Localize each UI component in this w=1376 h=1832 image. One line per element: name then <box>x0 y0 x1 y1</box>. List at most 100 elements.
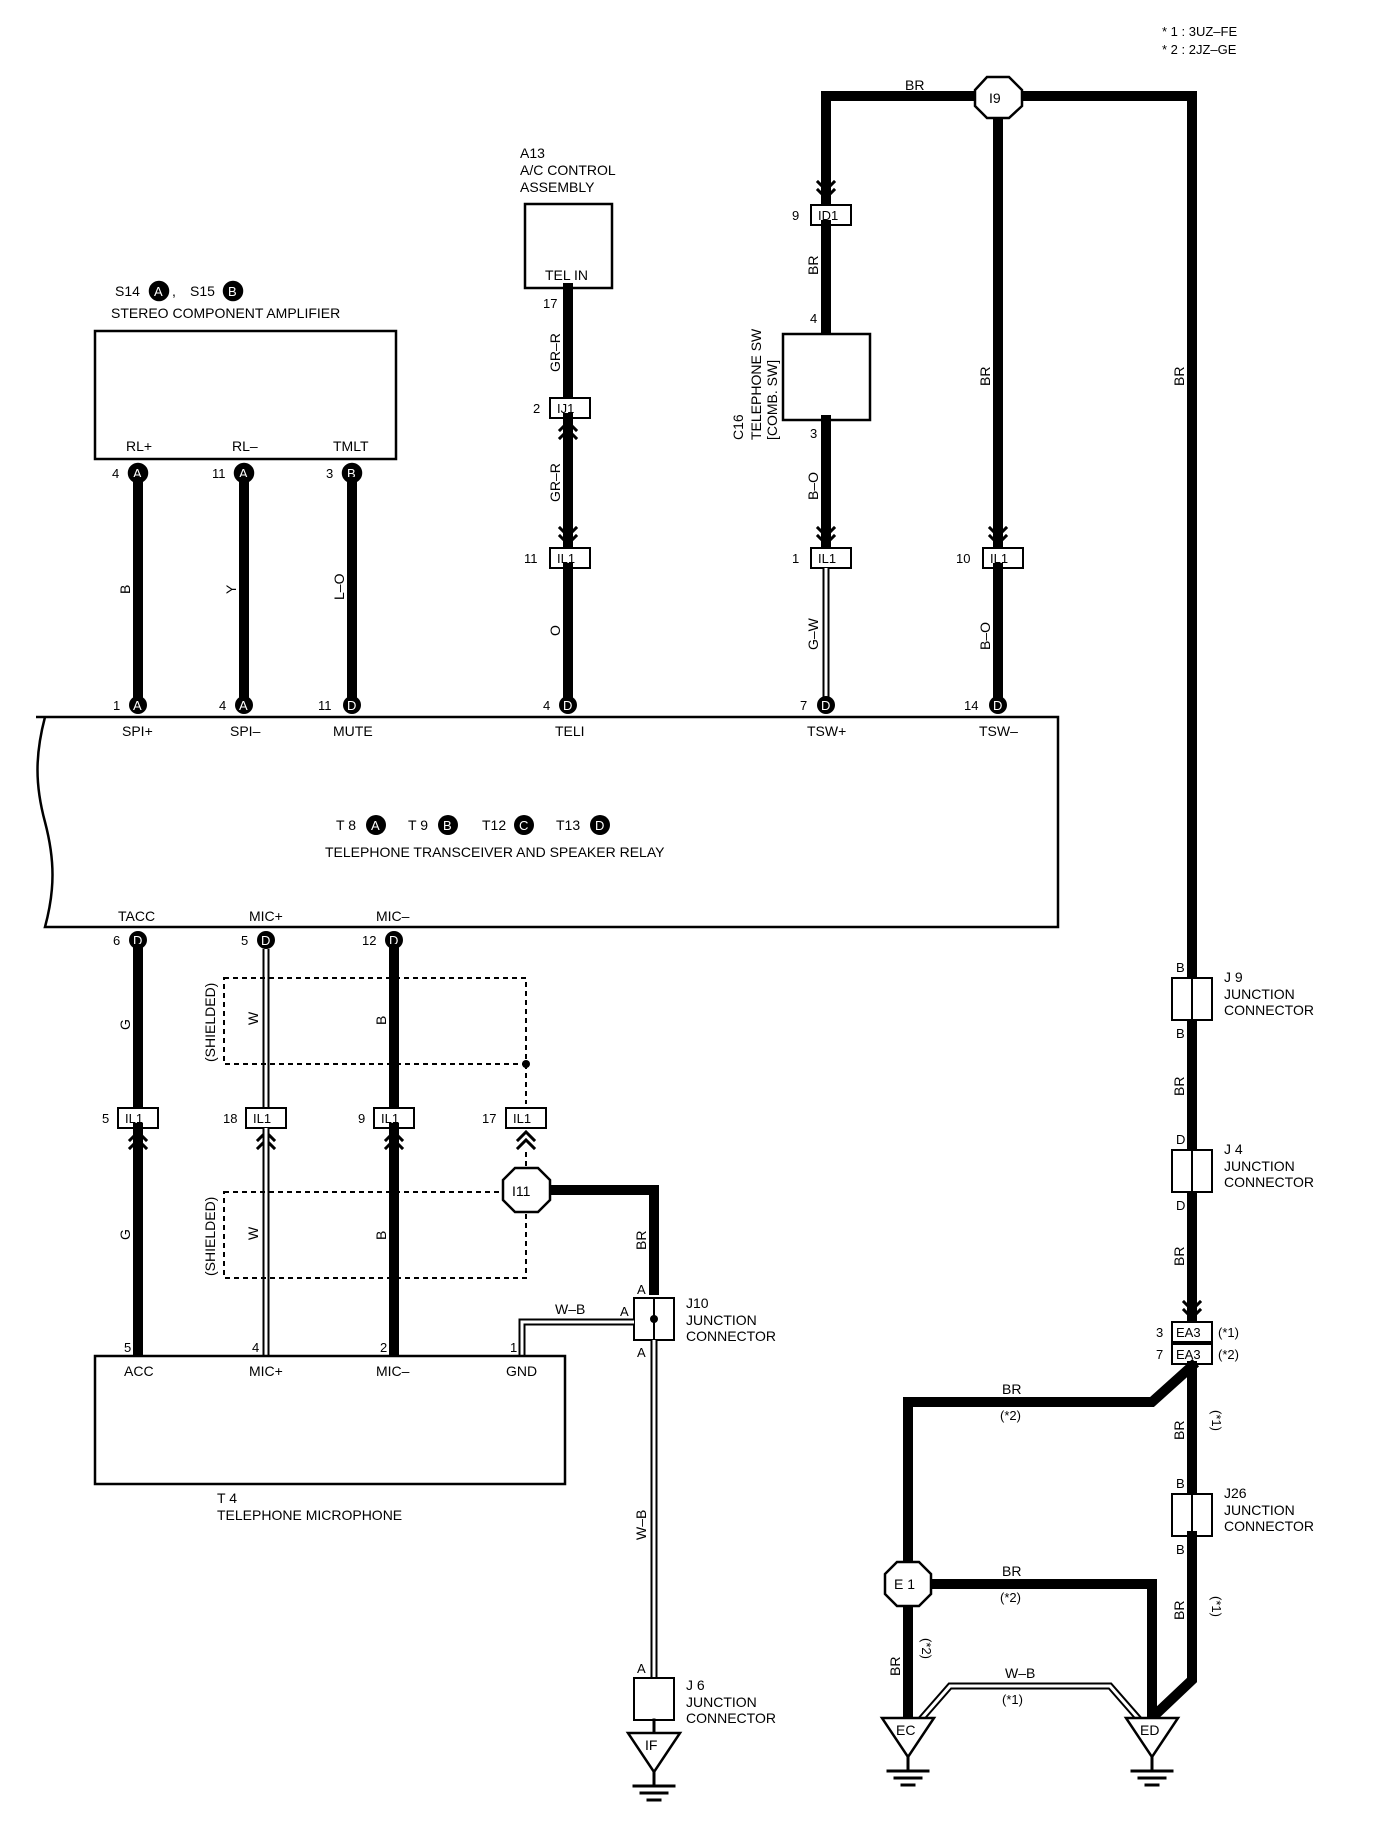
arrow-il1-teli-b <box>557 533 579 547</box>
wire-color-br-j4: BR <box>1171 1247 1187 1266</box>
wire-color-bo: B–O <box>805 472 821 500</box>
j6-pin-a: A <box>637 1661 646 1676</box>
mic-pin-micp: MIC+ <box>249 1363 283 1379</box>
amp-circle-b <box>222 280 244 302</box>
stereo-amp-box <box>93 329 398 461</box>
wire-color-br-top: BR <box>905 77 924 93</box>
shield-top-label: (SHIELDED) <box>202 983 218 1062</box>
wire-color-wb-j6: W–B <box>633 1510 649 1540</box>
arrows-ea3 <box>1181 1299 1203 1321</box>
j10-pin-a-left: A <box>620 1304 629 1319</box>
trans-name: TELEPHONE TRANSCEIVER AND SPEAKER RELAY <box>325 844 665 860</box>
ac-name1: A/C CONTROL <box>520 162 616 178</box>
j4-name2: CONNECTOR <box>1224 1174 1314 1190</box>
wire-wb-ec-ed-inner <box>913 1684 1147 1727</box>
connector-il1-teli-label: IL1 <box>557 551 575 566</box>
wire-color-g-1: G <box>117 1019 133 1030</box>
ground-if <box>625 1731 683 1775</box>
ac-pin-name: TEL IN <box>545 267 588 283</box>
ea3-note-1: (*1) <box>1218 1325 1239 1340</box>
wire-color-grr-1: GR–R <box>547 333 563 372</box>
trans-pinnum-3: 11 <box>318 698 332 713</box>
pin-ea3-1: 3 <box>1156 1325 1163 1340</box>
ac-name2: ASSEMBLY <box>520 179 595 195</box>
mic-pinnum-1: 5 <box>124 1340 131 1355</box>
mic-name: TELEPHONE MICROPHONE <box>217 1507 402 1523</box>
trans-pin-tswp: TSW+ <box>807 723 846 739</box>
wire-color-y-spi: Y <box>223 584 239 594</box>
connector-id1-label: ID1 <box>818 208 838 223</box>
wire-color-bo-tswm: B–O <box>977 622 993 650</box>
transceiver-box <box>36 715 1060 929</box>
wire-color-br-n1b: BR <box>1171 1601 1187 1620</box>
arrow-il1-teli-a <box>557 525 579 539</box>
trans-pin-letter-2: A <box>239 698 248 713</box>
trans-bot-tacc: TACC <box>118 908 155 924</box>
trans-pin-tswm: TSW– <box>979 723 1018 739</box>
transceiver-top-pins: 1 A 4 A 11 D 4 D 7 D 14 D <box>113 696 1007 714</box>
j10-name2: CONNECTOR <box>686 1328 776 1344</box>
connector-il1-b4 <box>505 1107 547 1129</box>
wire-color-br-mid: BR <box>977 367 993 386</box>
connector-ij1-label: IJ1 <box>557 401 574 416</box>
wire-color-b-2: B <box>373 1231 389 1240</box>
pin-il1-teli: 11 <box>524 551 538 566</box>
amp-pin-letter-2: A <box>239 466 248 481</box>
wire-color-br-right: BR <box>1171 367 1187 386</box>
wire-br-top-left <box>821 91 1008 213</box>
amp-pin-letter-3: B <box>347 466 356 481</box>
trans-id-2: T 9 <box>408 817 428 833</box>
trans-bot-letter-3: D <box>389 933 398 948</box>
splice-e1-label: E 1 <box>894 1576 915 1592</box>
wire-color-b-spi: B <box>117 585 133 594</box>
wire-color-br-e1: BR <box>1002 1563 1021 1579</box>
connector-il1-b3-label: IL1 <box>381 1111 399 1126</box>
amp-name: STEREO COMPONENT AMPLIFIER <box>111 305 340 321</box>
trans-pinnum-1: 1 <box>113 698 120 713</box>
pin-ij1: 2 <box>533 401 540 416</box>
trans-bot-micp: MIC+ <box>249 908 283 924</box>
wire-note-n1a: (*1) <box>1209 1410 1224 1431</box>
trans-bot-letter-1: D <box>133 933 142 948</box>
wire-color-w-2: W <box>245 1226 261 1240</box>
trans-pin-letter-5: D <box>821 698 830 713</box>
j26-pin-bot: B <box>1176 1542 1185 1557</box>
wire-color-br-n1a: BR <box>1171 1421 1187 1440</box>
splice-i9 <box>973 75 1024 120</box>
trans-bot-letter-2: D <box>261 933 270 948</box>
wire-br-n1-b <box>1147 1531 1197 1723</box>
wire-note-n2c: (*2) <box>919 1638 934 1659</box>
j9-pin-top: B <box>1176 960 1185 975</box>
j26-id: J26 <box>1224 1485 1247 1501</box>
j26-name2: CONNECTOR <box>1224 1518 1314 1534</box>
trans-id-3: T12 <box>482 817 506 833</box>
connector-il1-tsw-label: IL1 <box>818 551 836 566</box>
ground-ed-symbol <box>1130 1755 1174 1787</box>
j26-name1: JUNCTION <box>1224 1502 1295 1518</box>
pin-il1-b4: 17 <box>482 1111 496 1126</box>
j10-id: J10 <box>686 1295 709 1311</box>
trans-pin-teli: TELI <box>555 723 585 739</box>
shield-top-dot <box>522 1060 530 1068</box>
j10-pin-a-bot: A <box>637 1345 646 1360</box>
trans-pinnum-6: 14 <box>964 698 978 713</box>
wire-color-wb-ec: W–B <box>1005 1665 1035 1681</box>
arrow-il1-tswm <box>987 525 1009 539</box>
wire-color-br-sw: BR <box>805 256 821 275</box>
j6-name2: CONNECTOR <box>686 1710 776 1726</box>
j10-name1: JUNCTION <box>686 1312 757 1328</box>
splice-e1 <box>883 1560 933 1608</box>
trans-id-circle-b <box>438 815 458 835</box>
ground-ed <box>1123 1716 1181 1760</box>
wire-br-i11 <box>535 1185 659 1295</box>
trans-pin-circle-4 <box>559 696 577 714</box>
trans-pinnum-2: 4 <box>219 698 226 713</box>
connector-il1-tswm-label: IL1 <box>990 551 1008 566</box>
j26-pin-top: B <box>1176 1476 1185 1491</box>
pin-ac: 17 <box>543 296 557 311</box>
shield-bottom-label: (SHIELDED) <box>202 1197 218 1276</box>
trans-pin-letter-6: D <box>993 698 1002 713</box>
j10-dot <box>650 1315 658 1323</box>
j4-name1: JUNCTION <box>1224 1158 1295 1174</box>
amp-pinnum-1: 4 <box>112 466 119 481</box>
